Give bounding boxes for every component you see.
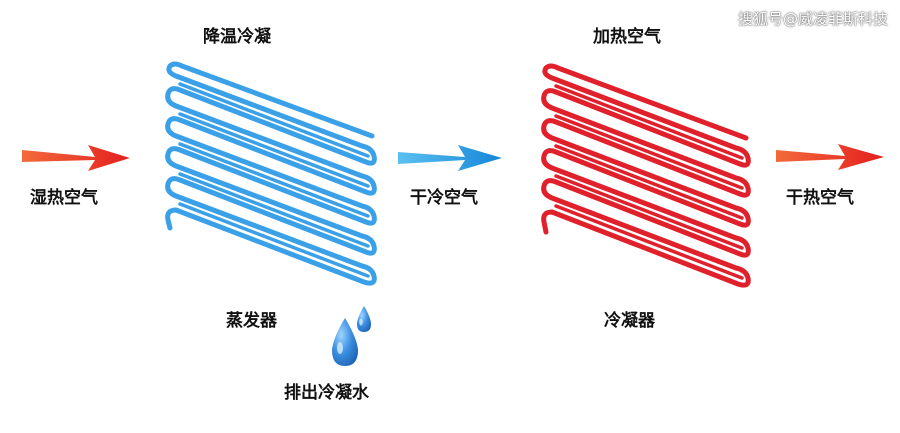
- hot-air-out-arrow: [776, 144, 884, 170]
- condenser-coil: [541, 63, 751, 288]
- label-cool-condense: 降温冷凝: [203, 27, 271, 47]
- label-evaporator: 蒸发器: [226, 311, 277, 331]
- cold-air-arrow: [398, 145, 502, 171]
- label-heat-air: 加热空气: [593, 27, 661, 47]
- label-condenser: 冷凝器: [604, 311, 655, 331]
- label-humid-hot-air: 湿热空气: [30, 188, 98, 208]
- label-dry-cold-air: 干冷空气: [410, 188, 478, 208]
- label-dry-hot-air: 干热空气: [786, 188, 854, 208]
- water-drop-icon: [332, 318, 358, 366]
- watermark: 搜狐号@威凌菲斯科技: [737, 10, 888, 28]
- hot-air-in-arrow: [22, 145, 130, 171]
- evaporator-coil-detail: [178, 82, 370, 278]
- evaporator-coil: [165, 61, 377, 286]
- water-drop-small-icon: [357, 306, 371, 332]
- label-drain-water: 排出冷凝水: [284, 383, 369, 403]
- condenser-coil-detail: [554, 84, 744, 280]
